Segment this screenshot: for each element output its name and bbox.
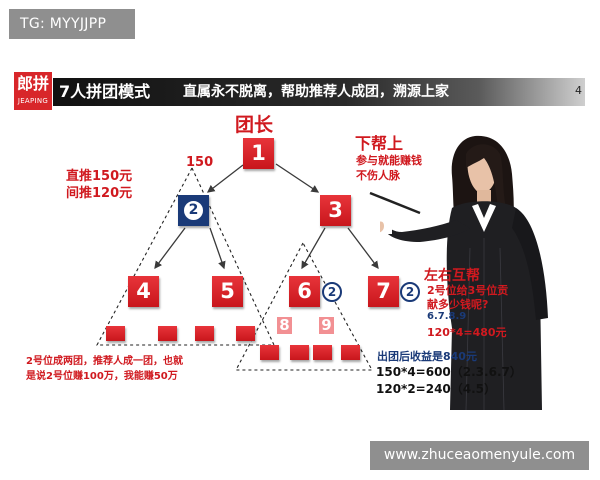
brand-logo: 郎拼 JEAPING [14, 72, 52, 110]
businesswoman-illustration [380, 135, 548, 410]
member-box [313, 345, 332, 360]
node-6: 6 [289, 276, 320, 307]
edge-3-7 [347, 227, 379, 270]
node-2: 2 [178, 195, 209, 226]
member-box [158, 326, 177, 341]
pointer-stick [369, 191, 421, 215]
page-subtitle: 直属永不脱离，帮助推荐人成团，溯源上家 [183, 84, 449, 100]
member-box [195, 326, 214, 341]
node-5: 5 [212, 276, 243, 307]
node-7-circle-mark: 2 [400, 282, 420, 302]
help-up-line2: 不伤人脉 [356, 169, 400, 182]
watermark-top: TG: MYYJJPP [9, 9, 135, 39]
member-box [341, 345, 360, 360]
mutual-help-line4: 120*4=480元 [427, 326, 507, 339]
mutual-help-line3: 6.7.8.9 [427, 311, 467, 322]
edge-2-5 [209, 227, 226, 270]
earnings-line1: 150*4=600（2.3.6.7） [376, 365, 522, 379]
dashed-triangle-left [96, 167, 275, 346]
top-amount: 150 [186, 155, 214, 170]
page-title: 7人拼团模式 [59, 82, 151, 101]
edge-2-4 [154, 227, 186, 270]
edge-1-3 [275, 163, 320, 193]
member-box [290, 345, 309, 360]
node-1: 1 [243, 138, 274, 169]
dashed-triangle-right [235, 242, 373, 371]
member-box [236, 326, 255, 341]
title-bar: 7人拼团模式 直属永不脱离，帮助推荐人成团，溯源上家 [53, 78, 585, 106]
logo-text: JEAPING [17, 97, 49, 105]
edge-3-6 [301, 227, 326, 270]
help-up-line1: 参与就能赚钱 [356, 154, 422, 167]
help-up-title: 下帮上 [355, 134, 404, 153]
indirect-push-rate: 间推120元 [66, 186, 133, 201]
leader-label: 团长 [235, 114, 274, 136]
node-9: 9 [318, 316, 335, 335]
mutual-help-title: 左右互帮 [424, 268, 480, 284]
watermark-bottom: www.zhuceaomenyule.com [370, 441, 589, 470]
direct-push-rate: 直推150元 [66, 169, 133, 184]
edge-1-2 [206, 164, 244, 193]
node-3: 3 [320, 195, 351, 226]
node-7: 7 [368, 276, 399, 307]
member-box [106, 326, 125, 341]
mutual-help-line1: 2号位给3号位贡 [427, 284, 509, 297]
member-box [260, 345, 279, 360]
earnings-line2: 120*2=240（4.5） [376, 382, 497, 396]
page-number: 4 [575, 84, 582, 97]
logo-mark: 郎拼 [16, 74, 49, 93]
node-2-badge: 2 [182, 199, 205, 222]
node-8: 8 [276, 316, 293, 335]
left-note-line2: 是说2号位赚100万，我能赚50万 [26, 371, 178, 382]
node-6-circle-mark: 2 [322, 282, 342, 302]
earnings-title: 出团后收益是840元 [377, 350, 477, 363]
left-note-line1: 2号位成两团，推荐人成一团，也就 [26, 356, 183, 367]
node-4: 4 [128, 276, 159, 307]
mutual-help-line2: 献多少钱呢? [427, 298, 489, 311]
